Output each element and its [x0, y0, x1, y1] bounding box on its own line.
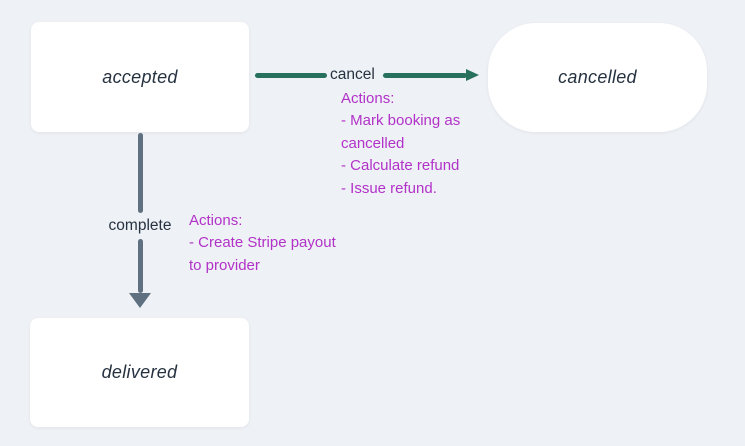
action-line: - Create Stripe payout: [189, 234, 336, 252]
state-node-accepted[interactable]: accepted: [31, 22, 249, 132]
complete-edge-label: complete: [108, 217, 172, 234]
action-line: - Calculate refund: [341, 157, 460, 175]
action-line: Actions:: [341, 90, 395, 107]
complete-arrowhead-icon: [129, 293, 151, 308]
cancel-arrowhead-icon: [466, 69, 479, 81]
cancel-actions-annotation: Actions: - Mark booking as cancelled - C…: [341, 88, 460, 200]
action-line: to provider: [189, 256, 260, 274]
state-node-delivered[interactable]: delivered: [30, 318, 249, 427]
state-label-cancelled: cancelled: [558, 67, 637, 87]
state-label-delivered: delivered: [101, 362, 178, 382]
cancel-edge-line-right: [383, 73, 467, 78]
action-line: cancelled: [341, 134, 405, 152]
action-line: Actions:: [189, 212, 243, 229]
state-node-cancelled[interactable]: cancelled: [488, 23, 707, 132]
cancel-edge-label: cancel: [330, 66, 375, 83]
complete-edge-line-bottom: [138, 239, 143, 293]
action-line: - Issue refund.: [341, 179, 437, 197]
cancel-edge-line-left: [255, 73, 327, 78]
complete-edge-line-top: [138, 133, 143, 213]
complete-actions-annotation: Actions: - Create Stripe payout to provi…: [189, 210, 336, 277]
action-line: - Mark booking as: [341, 112, 461, 130]
state-label-accepted: accepted: [102, 66, 178, 87]
